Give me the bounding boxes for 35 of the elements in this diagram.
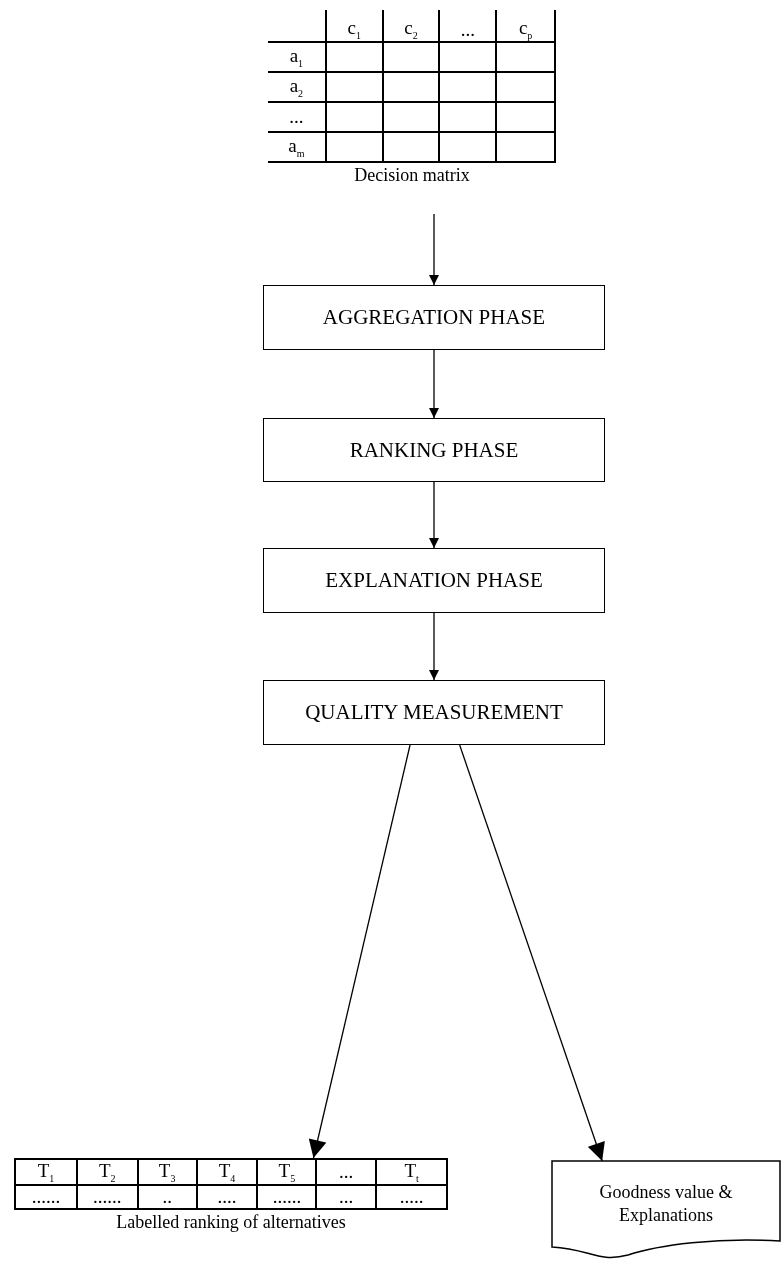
- arrow: [308, 744, 411, 1159]
- arrow: [429, 612, 439, 681]
- cell-text: c$_{p}$: [518, 17, 533, 39]
- cell-text: T$_{5}$: [278, 1160, 296, 1181]
- cell-text: ...: [460, 19, 475, 40]
- cell-text: c$_{2}$: [404, 17, 418, 39]
- cell-text: ...: [289, 106, 304, 127]
- cell-text: a$_{m}$: [288, 135, 305, 157]
- process-box: AGGREGATION PHASE: [263, 285, 605, 350]
- arrow: [429, 213, 439, 286]
- cell-text: ..: [162, 1185, 172, 1207]
- cell-text: ...: [339, 1185, 354, 1207]
- arrow: [459, 744, 605, 1162]
- process-box: EXPLANATION PHASE: [263, 548, 605, 613]
- arrow: [429, 349, 439, 419]
- cell-text: T$_{1}$: [37, 1160, 55, 1181]
- table-caption: Labelled ranking of alternatives: [115, 1212, 347, 1233]
- cell-text: T$_{2}$: [99, 1160, 116, 1181]
- cell-text: a$_{1}$: [289, 45, 304, 67]
- cell-text: c$_{1}$: [347, 17, 361, 39]
- cell-text: T$_{3}$: [158, 1160, 176, 1181]
- cell-text: T$_{4}$: [218, 1160, 236, 1181]
- table-caption: Decision matrix: [353, 165, 471, 186]
- cell-text: T$_{t}$: [404, 1160, 419, 1181]
- process-box: QUALITY MEASUREMENT: [263, 680, 605, 745]
- cell-text: ...: [339, 1160, 354, 1182]
- cell-text: ......: [31, 1185, 61, 1207]
- cell-text: ......: [93, 1185, 122, 1207]
- process-box: RANKING PHASE: [263, 418, 605, 482]
- cell-text: .....: [399, 1185, 424, 1207]
- cell-text: ....: [217, 1185, 237, 1207]
- arrow: [429, 481, 439, 549]
- cell-text: ......: [272, 1185, 302, 1207]
- document-text: Goodness value & Explanations: [598, 1181, 734, 1228]
- cell-text: a$_{2}$: [289, 75, 304, 97]
